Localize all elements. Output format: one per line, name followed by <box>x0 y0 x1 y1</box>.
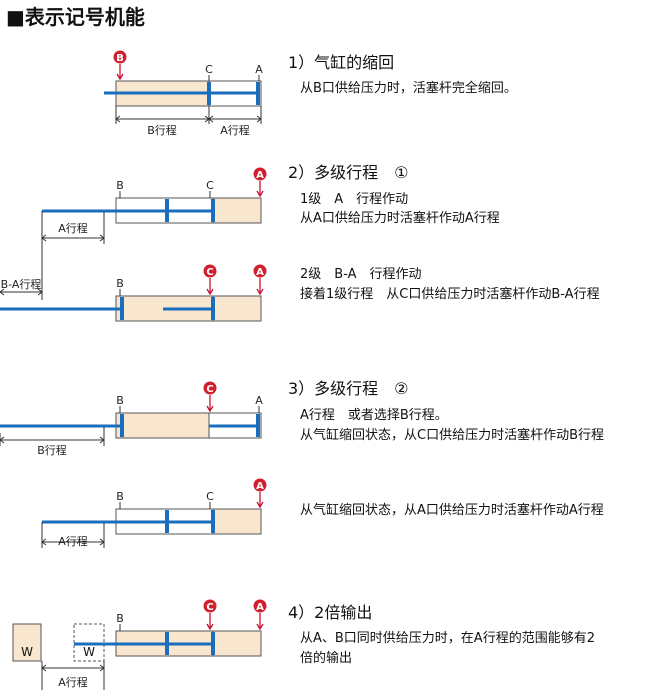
port-a-badge: A <box>256 481 264 492</box>
port-b-label: B <box>116 179 124 192</box>
dim-a-stroke: A行程 <box>58 535 88 548</box>
dim-a-stroke: A行程 <box>220 124 250 137</box>
port-a-label: A <box>255 394 263 407</box>
port-a-badge: A <box>256 267 264 278</box>
dim-b-stroke: B行程 <box>37 444 67 457</box>
section-2-stage-2-line-2: 接着1级行程 从C口供给压力时活塞杆作动B-A行程 <box>300 286 600 302</box>
port-c-label: C <box>206 490 214 503</box>
port-a-badge: A <box>256 170 264 181</box>
section-2-stage-1-line-1: 1级 A 行程作动 <box>300 192 408 207</box>
load-block <box>12 623 42 662</box>
port-c-badge: C <box>206 267 213 278</box>
port-c-badge: C <box>206 602 213 613</box>
dim-ba-stroke: B-A行程 <box>1 278 42 291</box>
section-4-line-2: 倍的输出 <box>300 650 352 666</box>
section-1-diagram: B C A B行程 A行程 <box>104 50 263 137</box>
port-b-label: B <box>116 394 124 407</box>
port-b-label: B <box>116 490 124 503</box>
section-3-stage-1-line-1: A行程 或者选择B行程。 <box>300 408 448 423</box>
dim-b-stroke: B行程 <box>147 124 177 137</box>
load-label: W <box>21 645 33 659</box>
port-c-label: C <box>205 63 213 76</box>
port-b-label: B <box>116 277 124 290</box>
port-c-label: C <box>206 179 214 192</box>
section-1-line-1: 从B口供给压力时，活塞杆完全缩回。 <box>300 80 517 96</box>
section-2-stage-2-diagram: B C A B-A行程 <box>0 264 267 322</box>
port-b-label: B <box>116 612 124 625</box>
dim-a-stroke: A行程 <box>58 222 88 235</box>
section-3-stage-1-line-2: 从气缸缩回状态，从C口供给压力时活塞杆作动B行程 <box>300 427 604 443</box>
dim-a-stroke: A行程 <box>58 676 88 689</box>
port-a-label: A <box>255 63 263 76</box>
section-2-heading: 2）多级行程 ① <box>288 163 409 182</box>
page-title: ■表示记号机能 <box>6 5 145 29</box>
section-3-stage-2-line-1: 从气缸缩回状态，从A口供给压力时活塞杆作动A行程 <box>300 502 604 518</box>
port-b-label: B <box>116 53 124 64</box>
section-4-diagram: W W B C A A行程 <box>12 599 267 690</box>
load-label-moved: W <box>83 645 95 659</box>
port-c-badge: C <box>206 384 213 395</box>
section-1-heading: 1）气缸的缩回 <box>288 53 394 72</box>
section-2-stage-2-line-1: 2级 B-A 行程作动 <box>300 267 422 282</box>
port-b-badge <box>113 50 127 64</box>
section-3-stage-1-diagram: B C A B行程 <box>0 381 263 457</box>
section-3-stage-2-diagram: B C A A行程 <box>41 478 267 548</box>
section-3-heading: 3）多级行程 ② <box>288 379 409 398</box>
port-a-badge: A <box>256 602 264 613</box>
section-4-heading: 4）2倍输出 <box>288 603 372 622</box>
section-4-line-1: 从A、B口同时供给压力时，在A行程的范围能够有2 <box>300 630 595 646</box>
section-2-stage-1-line-2: 从A口供给压力时活塞杆作动A行程 <box>300 210 500 226</box>
section-2-stage-1-diagram: B C A A行程 <box>41 167 267 300</box>
